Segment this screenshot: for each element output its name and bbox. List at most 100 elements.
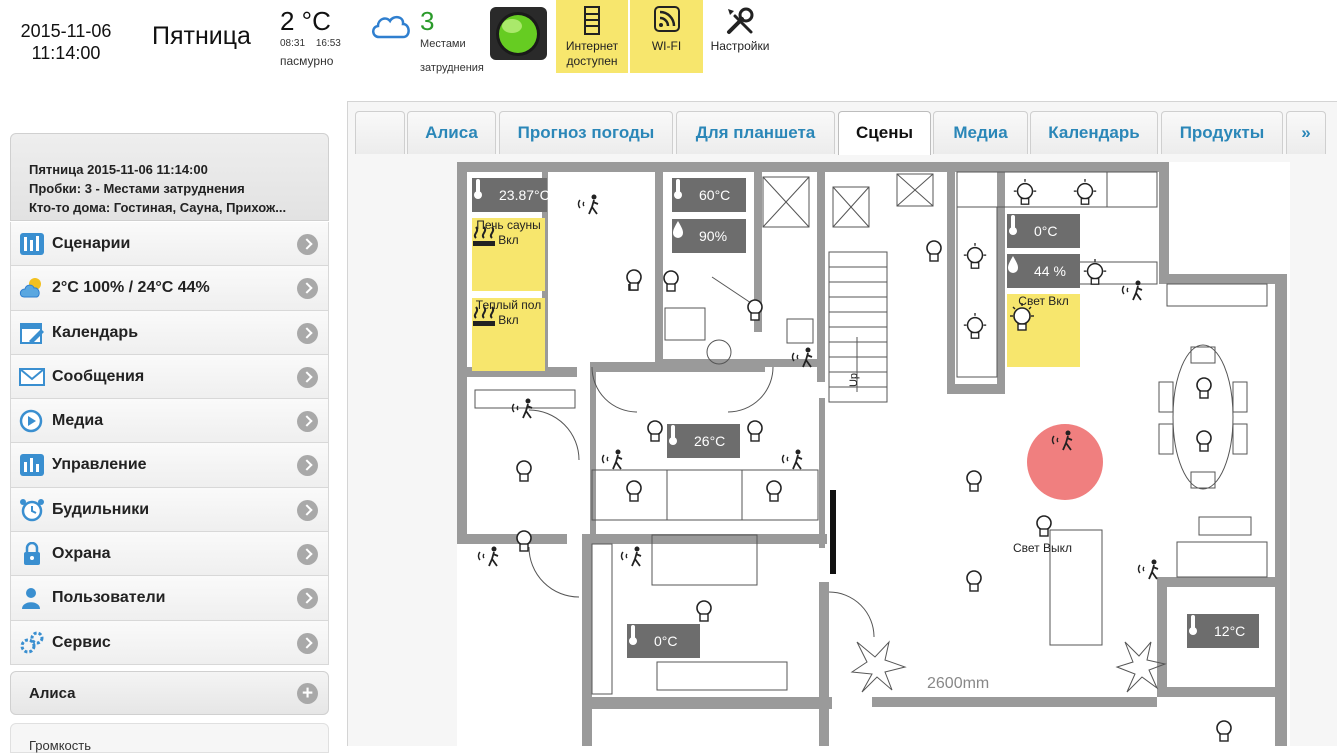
sensor-sauna-temperature[interactable]: 23.87°C: [472, 178, 550, 212]
menu-item-scenarios[interactable]: Сценарии: [10, 222, 329, 267]
chevron-right-icon: [297, 411, 318, 433]
lock-icon: [24, 542, 40, 566]
lightbulb-off-icon[interactable]: [1195, 377, 1213, 401]
current-time: 11:14:00: [31, 43, 101, 63]
lightbulb-off-icon[interactable]: [646, 420, 664, 444]
internet-status-label: Интернет доступен: [565, 39, 619, 68]
chevron-right-icon: [297, 544, 318, 566]
sensor-kitchen-temperature[interactable]: 0°C: [1007, 214, 1080, 248]
lightbulb-off-icon[interactable]: [765, 480, 783, 504]
tab-home[interactable]: [355, 111, 405, 154]
kitchen-light-toggle[interactable]: Свет Вкл: [1007, 294, 1080, 367]
lightbulb-off-icon[interactable]: [925, 240, 943, 264]
tab-products[interactable]: Продукты: [1161, 111, 1283, 154]
outdoor-temperature: 2 °C: [280, 6, 331, 36]
users-icon: [22, 588, 40, 610]
sunset-time: 16:53: [315, 38, 341, 49]
dimension-label: 2600mm: [927, 675, 990, 692]
status-datetime: Пятница 2015-11-06 11:14:00: [29, 162, 208, 177]
lightbulb-on-icon[interactable]: [1081, 258, 1109, 288]
internet-status-tile[interactable]: Интернет доступен: [556, 0, 628, 73]
motion-sensor-icon[interactable]: [781, 449, 807, 471]
lightbulb-off-icon[interactable]: [965, 470, 983, 494]
tab-more[interactable]: »: [1286, 111, 1326, 154]
tab-alisa[interactable]: Алиса: [407, 111, 496, 154]
living-light-label: Свет Выкл: [1013, 541, 1073, 555]
sunrise-time: 08:31: [280, 38, 306, 49]
droplet-icon: [673, 221, 683, 238]
menu-item-weather[interactable]: 2°C 100% / 24°C 44%: [10, 266, 329, 311]
sensor-bath-temperature[interactable]: 60°C: [672, 178, 746, 212]
motion-sensor-alert-icon[interactable]: [1051, 430, 1077, 452]
sensor-room-temperature[interactable]: 0°C: [627, 624, 700, 658]
weather-icon: [19, 278, 41, 298]
floor-plan-walls: [457, 162, 1287, 746]
heater-icon: [473, 306, 495, 326]
tab-calendar[interactable]: Календарь: [1030, 111, 1158, 154]
tab-scenes[interactable]: Сцены: [838, 111, 931, 155]
lightbulb-off-icon[interactable]: [746, 299, 764, 323]
lightbulb-off-icon[interactable]: [625, 480, 643, 504]
tools-icon: [727, 7, 754, 34]
tab-weather-forecast[interactable]: Прогноз погоды: [499, 111, 673, 154]
motion-sensor-icon[interactable]: [791, 347, 817, 369]
menu-item-messages[interactable]: Сообщения: [10, 354, 329, 400]
messages-icon: [19, 367, 45, 386]
lightbulb-off-icon[interactable]: [515, 530, 533, 554]
lightbulb-off-icon[interactable]: [746, 420, 764, 444]
lightbulb-off-icon[interactable]: [695, 600, 713, 624]
motion-sensor-icon[interactable]: [577, 194, 603, 216]
top-bar: 2015-11-06 11:14:00 Пятница 2 °C 08:31 1…: [0, 0, 1337, 100]
alarm-icon: [20, 498, 44, 522]
tab-media[interactable]: Медиа: [933, 111, 1028, 154]
living-light-bulb[interactable]: [1035, 515, 1053, 539]
tab-tablet[interactable]: Для планшета: [676, 111, 835, 154]
wifi-status-tile[interactable]: WI-FI: [630, 0, 703, 73]
lightbulb-off-icon[interactable]: [965, 570, 983, 594]
motion-sensor-icon[interactable]: [1137, 559, 1163, 581]
sensor-kitchen-humidity[interactable]: 44 %: [1007, 254, 1080, 288]
chevron-right-icon: [297, 278, 318, 300]
motion-sensor-icon[interactable]: [620, 546, 646, 568]
status-summary: Пятница 2015-11-06 11:14:00 Пробки: 3 - …: [10, 133, 329, 221]
menu-item-security[interactable]: Охрана: [10, 532, 329, 577]
alisa-group-header[interactable]: Алиса +: [10, 671, 329, 715]
status-presence: Кто-то дома: Гостиная, Сауна, Прихож...: [29, 200, 287, 215]
sensor-bath-humidity[interactable]: 90%: [672, 219, 746, 253]
menu-item-users[interactable]: Пользователи: [10, 576, 329, 621]
menu-item-service[interactable]: Сервис: [10, 620, 329, 665]
traffic-level: 3: [420, 6, 435, 36]
service-icon: [20, 631, 44, 654]
sun-times: 08:31 16:53: [280, 38, 341, 49]
warm-floor-toggle[interactable]: Теплый пол Вкл: [472, 298, 545, 371]
media-icon: [19, 409, 43, 433]
thermometer-icon: [1009, 215, 1017, 235]
lightbulb-off-icon[interactable]: [662, 270, 680, 294]
motion-sensor-icon[interactable]: [601, 449, 627, 471]
lightbulb-on-icon[interactable]: [961, 312, 989, 342]
sensor-garage-temperature[interactable]: 12°C: [1187, 614, 1259, 648]
menu-item-calendar[interactable]: Календарь: [10, 310, 329, 355]
calendar-icon: [20, 322, 44, 344]
menu-item-alarms[interactable]: Будильники: [10, 487, 329, 533]
sensor-hall-temperature[interactable]: 26°C: [667, 424, 740, 458]
current-date: 2015-11-06: [20, 21, 112, 41]
plus-icon: +: [297, 683, 318, 704]
motion-sensor-icon[interactable]: [1121, 280, 1147, 302]
motion-sensor-icon[interactable]: [511, 398, 537, 420]
menu-item-control[interactable]: Управление: [10, 443, 329, 488]
lightbulb-off-icon[interactable]: [1215, 720, 1233, 744]
lightbulb-off-icon[interactable]: [515, 460, 533, 484]
lightbulb-on-icon[interactable]: [1071, 178, 1099, 208]
settings-button[interactable]: Настройки: [704, 0, 776, 73]
lightbulb-on-icon[interactable]: [1011, 178, 1039, 208]
sauna-stove-toggle[interactable]: Печь сауны Вкл: [472, 218, 545, 291]
menu-item-media[interactable]: Медиа: [10, 399, 329, 444]
wifi-icon: [653, 6, 680, 32]
volume-label: Громкость: [10, 723, 329, 753]
lightbulb-off-icon[interactable]: [1195, 430, 1213, 454]
lightbulb-on-icon[interactable]: [961, 242, 989, 272]
motion-sensor-icon[interactable]: [477, 546, 503, 568]
settings-label: Настройки: [710, 39, 770, 53]
lightbulb-off-icon[interactable]: [625, 269, 643, 293]
